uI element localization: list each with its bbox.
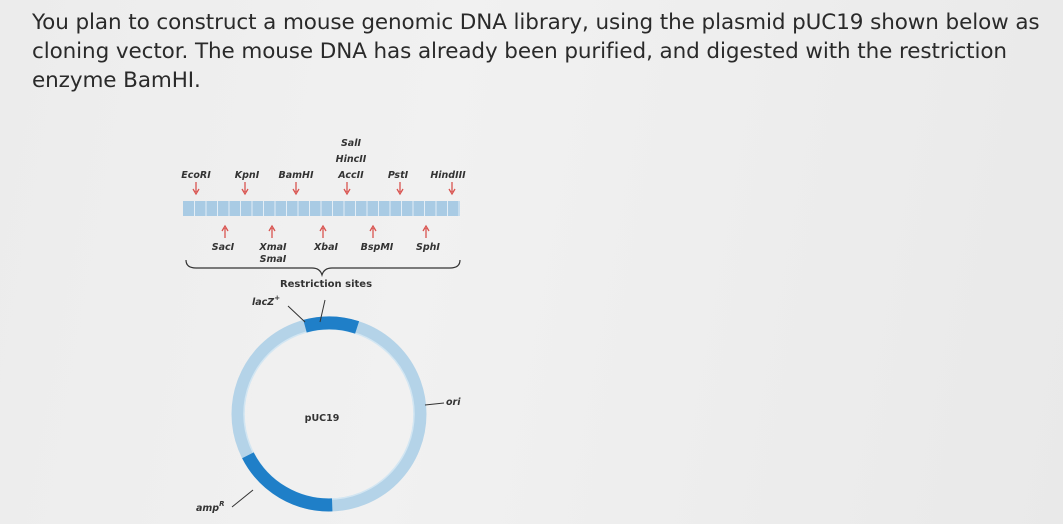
top-sites: EcoRI KpnI BamHI SalI HincII AccII PstI … [181,138,466,196]
ampr-label: ampR [196,500,225,514]
ori-pointer [424,402,445,406]
site-arrow-hindiii [448,182,456,196]
ori-label: ori [446,397,461,408]
site-arrow-xmai [268,224,276,238]
lacz-superscript: + [274,294,280,302]
lacz-text: lacZ [252,297,275,308]
site-label-ecori: EcoRI [181,170,211,181]
site-arrow-sphi [422,224,430,238]
site-label-smai: SmaI [260,254,287,265]
site-label-xmai: XmaI [258,242,287,253]
lacz-label: lacZ+ [252,294,280,308]
site-arrow-xbai [319,224,327,238]
plasmid-name: pUC19 [305,413,340,424]
site-arrow-saci [221,224,229,238]
site-arrow-kpni [241,182,249,196]
site-label-kpni: KpnI [235,170,260,181]
site-label-psti: PstI [388,170,409,181]
site-label-bspmi: BspMI [361,242,394,253]
restriction-brace [185,259,461,278]
site-label-accii: AccII [337,170,364,181]
site-label-xbai: XbaI [313,242,339,253]
site-arrow-bspmi [369,224,377,238]
ampr-pointer [231,489,254,508]
site-label-hindiii: HindIII [430,170,466,181]
question-text: You plan to construct a mouse genomic DN… [32,10,1040,93]
site-label-sali: SalI [341,138,362,149]
lacz-segment [303,316,360,334]
ampr-superscript: R [219,500,224,508]
lacz-pointer-mcs [319,299,326,323]
site-label-sphi: SphI [416,242,440,253]
ampr-segment [242,452,333,512]
site-arrow-bamhi [292,182,300,196]
site-label-bamhi: BamHI [278,170,314,181]
bottom-sites: SacI XmaI SmaI XbaI BspMI SphI [212,224,440,265]
site-arrow-sali [343,182,351,196]
mcs-bar-segments [194,201,460,216]
restriction-sites-label: Restriction sites [280,279,372,290]
site-label-hincii: HincII [336,154,367,165]
ampr-text: amp [196,503,219,514]
lacz-pointer [287,305,306,323]
site-arrow-ecori [192,182,200,196]
site-arrow-psti [396,182,404,196]
site-label-saci: SacI [212,242,235,253]
